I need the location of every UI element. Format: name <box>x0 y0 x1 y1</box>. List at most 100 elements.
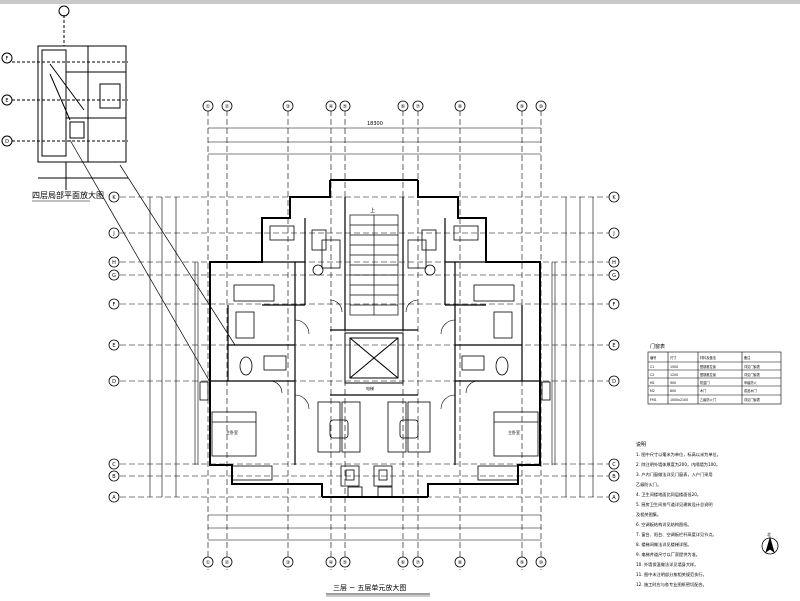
axis-bubble-right-6-label: D <box>612 379 616 385</box>
axis-bubble-left-7-label: C <box>112 462 116 468</box>
top-border <box>0 0 800 4</box>
axis-bubble-right-5 <box>608 339 620 351</box>
axis-bubble-right-6 <box>608 375 620 387</box>
axis-bubble-top-2 <box>282 100 294 112</box>
axis-bubble-right-2 <box>608 256 620 268</box>
axis-bubble-left-4-label: F <box>113 302 116 308</box>
axis-bubble-bottom-7-label: ⑧ <box>458 560 463 566</box>
axis-bubble-bottom-8-label: ⑨ <box>520 560 524 566</box>
axis-bubble-top-3-label: ④ <box>329 104 334 110</box>
axis-bubble-top-8 <box>516 100 528 112</box>
axis-bubble-bottom-8 <box>516 556 528 568</box>
axis-bubble-left-2 <box>108 256 120 268</box>
axis-bubble-top-9-label: ⑩ <box>539 104 544 110</box>
inset-plan <box>1 5 128 190</box>
axis-bubble-bottom-1-label: ② <box>225 560 230 566</box>
axis-bubble-top-6-label: ⑦ <box>416 104 421 110</box>
axis-bubble-top-8-label: ⑨ <box>520 104 524 110</box>
axis-bubble-left-0-label: K <box>112 195 116 201</box>
axis-bubble-right-8-label: B <box>612 474 616 480</box>
axis-bubble-top-1-label: ② <box>225 104 230 110</box>
axis-bubble-left-6 <box>108 375 120 387</box>
axis-bubble-left-8-label: B <box>112 474 116 480</box>
axis-bubble-bottom-2 <box>282 556 294 568</box>
axis-bubble-top-7-label: ⑧ <box>458 104 463 110</box>
balconies <box>199 381 551 498</box>
inset-axis-label-1: E <box>5 98 8 104</box>
axis-bubble-left-9-label: A <box>112 495 116 501</box>
axis-bubble-right-7 <box>608 458 620 470</box>
axis-bubble-left-0 <box>108 191 120 203</box>
stair <box>349 214 399 316</box>
axis-bubble-top-5-label: ⑥ <box>401 104 406 110</box>
axis-bubble-right-2-label: H <box>612 260 616 266</box>
exterior-walls <box>209 179 541 498</box>
axis-bubble-left-4 <box>108 298 120 310</box>
axis-bubble-top-6 <box>412 100 424 112</box>
axis-bubble-left-5-label: E <box>112 343 115 349</box>
inset-axis-label-0: F <box>6 56 9 62</box>
axis-bubble-right-4-label: F <box>613 302 616 308</box>
axis-bubble-bottom-6 <box>412 556 424 568</box>
axis-bubble-left-1-label: J <box>112 231 114 237</box>
axis-bubble-right-5-label: E <box>612 343 615 349</box>
axis-bubble-bottom-9 <box>535 556 547 568</box>
living-furniture <box>317 401 431 453</box>
axis-bubble-right-9 <box>608 491 620 503</box>
axis-bubble-right-0-label: K <box>612 195 616 201</box>
axis-bubble-bottom-7 <box>454 556 466 568</box>
door-window-table <box>647 351 782 405</box>
axis-bubble-bottom-5-label: ⑥ <box>401 560 406 566</box>
interior-walls <box>210 197 540 465</box>
beds <box>211 284 539 457</box>
axis-bubble-left-2-label: H <box>112 260 116 266</box>
north-arrow <box>761 536 779 555</box>
axis-bubble-top-4 <box>339 100 351 112</box>
inset-axis-label-2: D <box>5 139 9 145</box>
axis-bubble-left-8 <box>108 470 120 482</box>
axis-bubble-bottom-4 <box>339 556 351 568</box>
axis-bubble-bottom-0-label: ① <box>206 560 211 566</box>
axis-bubble-bottom-1 <box>221 556 233 568</box>
axis-bubble-left-1 <box>108 227 120 239</box>
axis-bubble-left-6-label: D <box>112 379 116 385</box>
axis-bubble-bottom-4-label: ⑤ <box>343 560 347 566</box>
axis-bubble-top-0-label: ① <box>206 104 211 110</box>
axis-bubble-right-1-label: J <box>612 231 614 237</box>
axis-bubble-right-3-label: G <box>612 273 616 279</box>
axis-bubble-top-3 <box>325 100 337 112</box>
axis-bubble-left-3-label: G <box>112 273 116 279</box>
axis-bubble-left-9 <box>108 491 120 503</box>
axis-bubble-right-1 <box>608 227 620 239</box>
axis-bubble-bottom-6-label: ⑦ <box>416 560 421 566</box>
fixtures <box>235 225 513 376</box>
axis-bubble-right-4 <box>608 298 620 310</box>
axis-bubble-bottom-0 <box>202 556 214 568</box>
dimension-lines <box>149 127 594 541</box>
window-strips <box>194 262 556 465</box>
axis-bubble-right-7-label: C <box>612 462 616 468</box>
axis-bubble-top-0 <box>202 100 214 112</box>
elevator-shaft <box>344 332 404 384</box>
horizontal-axis-lines <box>120 196 610 498</box>
axis-bubble-bottom-5 <box>397 556 409 568</box>
axis-bubble-top-2-label: ③ <box>286 104 290 110</box>
axis-bubble-top-9 <box>535 100 547 112</box>
axis-bubble-top-1 <box>221 100 233 112</box>
axis-bubble-right-3 <box>608 269 620 281</box>
axis-bubble-top-4-label: ⑤ <box>343 104 347 110</box>
axis-bubble-bottom-2-label: ③ <box>286 560 290 566</box>
axis-bubble-right-9-label: A <box>612 495 616 501</box>
axis-bubble-left-7 <box>108 458 120 470</box>
axis-bubble-left-5 <box>108 339 120 351</box>
axis-bubble-right-0 <box>608 191 620 203</box>
axis-bubble-right-8 <box>608 470 620 482</box>
axis-bubble-left-3 <box>108 269 120 281</box>
axis-bubble-bottom-9-label: ⑩ <box>539 560 544 566</box>
axis-bubble-top-5 <box>397 100 409 112</box>
axis-bubble-bottom-3 <box>325 556 337 568</box>
axis-bubble-top-7 <box>454 100 466 112</box>
axis-bubble-bottom-3-label: ④ <box>329 560 334 566</box>
